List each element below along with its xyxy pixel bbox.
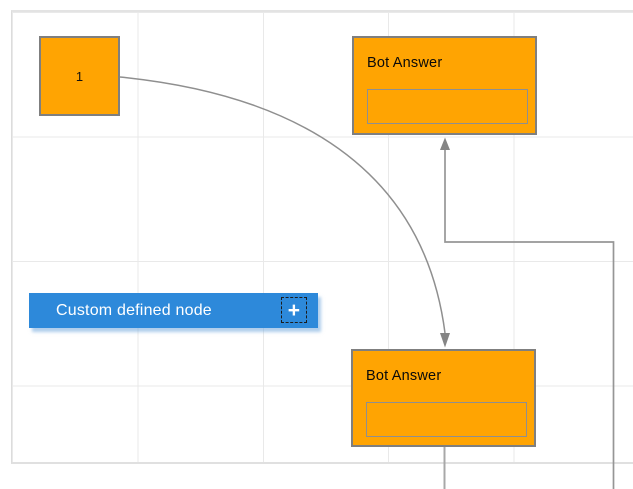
custom-node-label: Custom defined node <box>56 301 212 319</box>
connector-curve[interactable] <box>119 76 450 348</box>
bot-answer-top-title: Bot Answer <box>367 55 443 71</box>
custom-defined-node[interactable]: Custom defined node + <box>29 293 318 328</box>
bot-answer-node-top[interactable]: Bot Answer <box>352 36 537 135</box>
bot-answer-bottom-title: Bot Answer <box>366 368 442 384</box>
bot-answer-node-bottom[interactable]: Bot Answer <box>351 349 536 447</box>
arrowhead-down-icon <box>440 333 450 348</box>
start-node-label: 1 <box>75 68 84 84</box>
bot-answer-top-message-field[interactable] <box>367 89 528 124</box>
connector-elbow[interactable] <box>440 137 615 489</box>
arrowhead-up-icon <box>440 137 450 150</box>
start-node[interactable]: 1 <box>39 36 120 116</box>
bot-answer-bottom-message-field[interactable] <box>366 402 527 437</box>
add-plus-icon[interactable]: + <box>281 297 307 323</box>
